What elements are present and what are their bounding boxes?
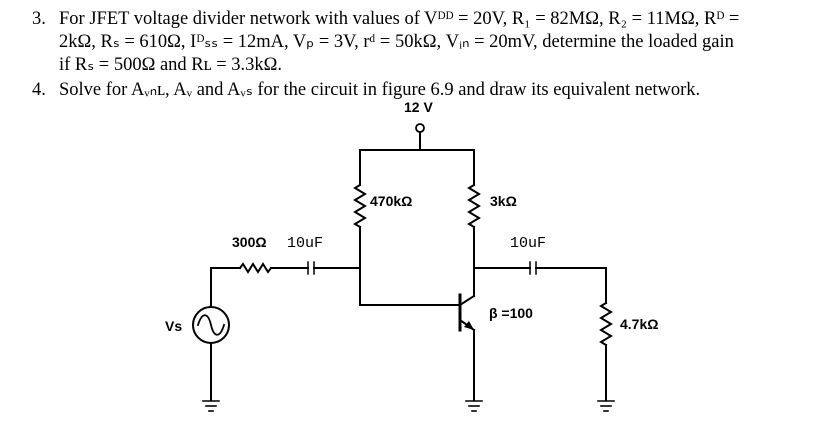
resistor-470k: [353, 183, 367, 229]
c-out-label: 10uF: [510, 235, 546, 252]
emitter-arrow: [464, 321, 474, 330]
resistor-300-label: 300Ω: [232, 234, 267, 250]
ground-symbol-source: [202, 400, 220, 412]
problem-3-line-3: if Rₛ = 500Ω and Rʟ = 3.3kΩ.: [59, 55, 283, 75]
c-in-label: 10uF: [287, 235, 323, 252]
source-label: Vs: [165, 318, 182, 334]
resistor-300: [238, 262, 273, 274]
ground-symbol-load: [597, 400, 615, 412]
supply-terminal: [415, 123, 425, 133]
problem-3-line-1: For JFET voltage divider network with va…: [59, 9, 740, 29]
problem-4-line-1: Solve for Aᵥₙʟ, Aᵥ and Aᵥₛ for the circu…: [59, 80, 701, 100]
resistor-470k-label: 470kΩ: [370, 193, 412, 209]
supply-label: 12 V: [404, 99, 433, 115]
problem-3-line-2: 2kΩ, Rₛ = 610Ω, Iᴰₛₛ = 12mA, Vₚ = 3V, rᵈ…: [59, 32, 734, 52]
resistor-3k-label: 3kΩ: [490, 193, 517, 209]
problem-4-number: 4.: [32, 80, 46, 100]
resistor-4.7k: [599, 301, 613, 347]
resistor-4.7k-label: 4.7kΩ: [620, 316, 658, 332]
resistor-3k: [467, 183, 481, 229]
beta-label: β =100: [489, 305, 533, 321]
ground-symbol-emitter: [465, 400, 483, 412]
problem-3-number: 3.: [32, 9, 46, 29]
